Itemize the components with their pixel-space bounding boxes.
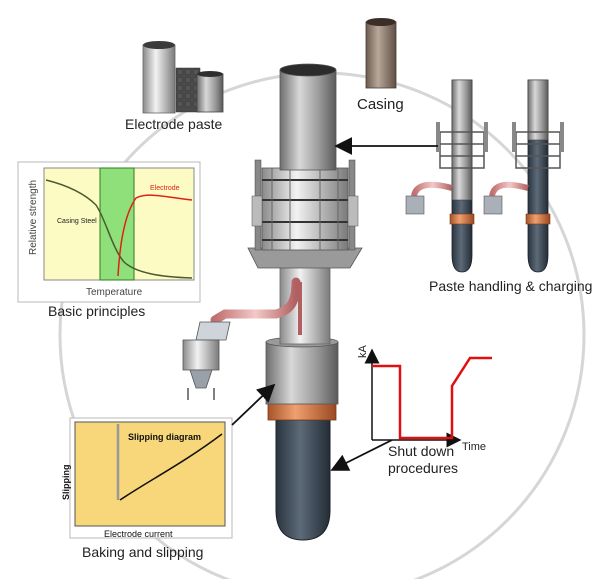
arrow-baking-slipping <box>231 383 276 426</box>
shut-down-label-line2: procedures <box>388 460 459 476</box>
shut-down-label-line1: Shut down <box>388 443 455 459</box>
arrow-shut-down <box>330 439 393 471</box>
paste-handling-label: Paste handling & charging <box>429 278 593 294</box>
electrode-paste-label: Electrode paste <box>125 116 223 132</box>
slipping-title: Slipping diagram <box>128 432 201 442</box>
slipping-y-label: Slipping <box>61 465 71 501</box>
baking-slipping-label: Baking and slipping <box>82 544 204 560</box>
paste-handling-illustration-2 <box>483 79 564 273</box>
shutdown-current-line <box>372 356 492 440</box>
casing-illustration <box>365 18 397 89</box>
electrode-paste-illustration <box>142 41 224 114</box>
slipping-chart: Slipping diagram Slipping Electrode curr… <box>61 417 233 539</box>
paste-handling-illustration-1 <box>405 79 488 273</box>
series-electrode-label: Electrode <box>150 185 180 192</box>
y-axis-label: Relative strength <box>28 180 39 255</box>
casing-label: Casing <box>357 96 404 113</box>
casing-steel-curve <box>45 179 193 279</box>
slipping-curve <box>119 433 223 501</box>
basic-principles-chart: Casing Steel Electrode Relative strength… <box>17 161 201 303</box>
slipping-x-label: Electrode current <box>104 529 173 539</box>
series-casing-steel-label: Casing Steel <box>57 218 97 225</box>
electrode-column <box>182 63 363 541</box>
basic-principles-label: Basic principles <box>48 303 146 319</box>
shutdown-y-label: kA <box>357 345 369 359</box>
shutdown-x-label: Time <box>462 441 486 453</box>
shutdown-chart: kA Time <box>357 345 492 453</box>
electrode-curve <box>117 194 193 277</box>
x-axis-label: Temperature <box>86 287 143 298</box>
